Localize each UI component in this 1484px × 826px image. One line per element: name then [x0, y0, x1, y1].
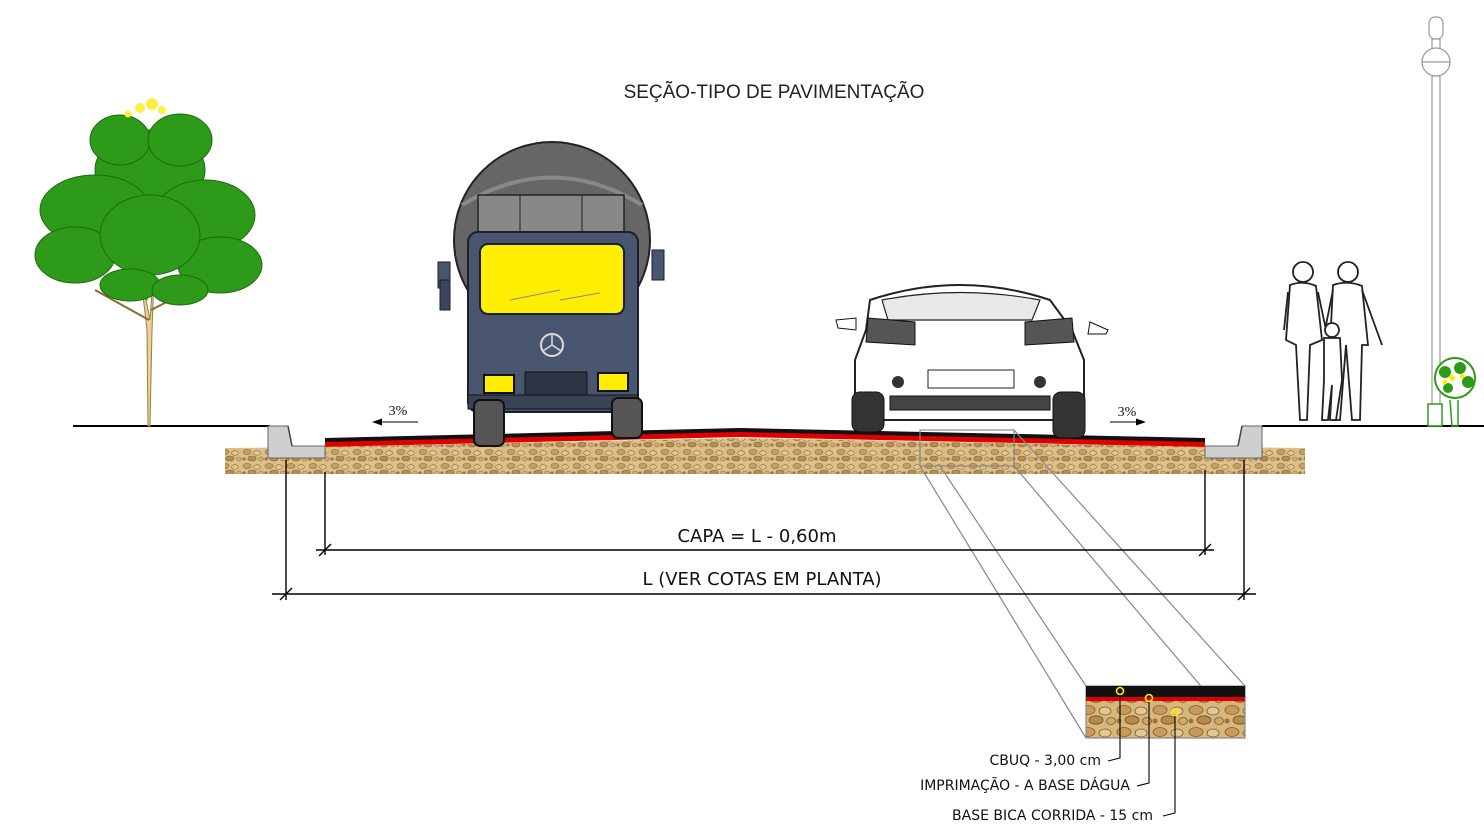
- shrub-icon: [1427, 357, 1476, 427]
- diagram-title: SEÇÃO-TIPO DE PAVIMENTAÇÃO: [624, 81, 925, 103]
- detail-source-box: [919, 429, 1015, 467]
- slope-right-label: 3%: [1118, 405, 1137, 420]
- dimension-capa-label: CAPA = L - 0,60m: [677, 526, 836, 547]
- slope-left-annotation: 3%: [372, 404, 418, 426]
- arrow-left-icon: [372, 418, 382, 426]
- layer-label-imprimacao: IMPRIMAÇÃO - A BASE DÁGUA: [920, 777, 1130, 794]
- dimension-capa: [316, 470, 1214, 557]
- car-icon: [835, 284, 1109, 439]
- tree-icon: [34, 98, 263, 427]
- dimension-total: [272, 460, 1256, 601]
- slope-left-label: 3%: [389, 404, 408, 419]
- detail-box: [1085, 685, 1246, 739]
- pedestrians-icon: [1283, 261, 1383, 421]
- marker-cbuq: [1115, 686, 1125, 696]
- curb-right: [1204, 425, 1263, 459]
- layer-leaders: [1107, 695, 1176, 817]
- dimension-total-label: L (VER COTAS EM PLANTA): [642, 569, 881, 590]
- marker-imprimacao: [1144, 693, 1154, 703]
- mixer-truck-icon: [437, 141, 665, 447]
- slope-right-annotation: 3%: [1110, 405, 1146, 426]
- arrow-right-icon: [1136, 418, 1146, 426]
- street-lamp-icon: [1421, 16, 1451, 407]
- marker-base: [1170, 707, 1180, 717]
- layer-label-cbuq: CBUQ - 3,00 cm: [989, 753, 1101, 769]
- curb-left: [267, 425, 326, 459]
- layer-label-base: BASE BICA CORRIDA - 15 cm: [952, 808, 1153, 824]
